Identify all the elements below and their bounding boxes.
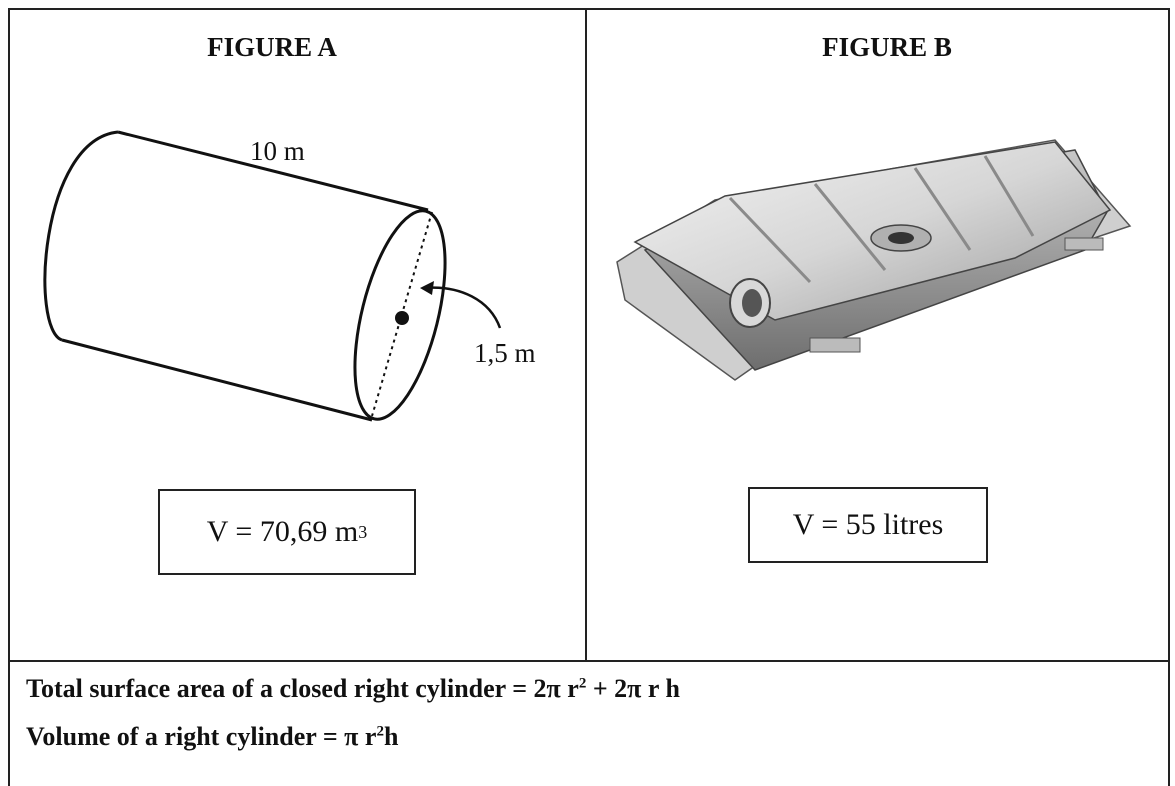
figure-b-title: FIGURE B <box>822 32 952 62</box>
radius-label: 1,5 m <box>474 338 536 368</box>
figure-b-volume-text: V = 55 litres <box>792 508 944 541</box>
volume-formula-prefix: Volume of a right cylinder = π r <box>26 722 377 751</box>
table-border-left <box>8 8 10 786</box>
surface-area-formula: Total surface area of a closed right cyl… <box>26 674 680 704</box>
cylinder-back-edge <box>43 130 119 342</box>
cylinder-top-edge <box>117 130 429 212</box>
radius-arrowhead <box>420 281 434 295</box>
cylinder-bottom-edge <box>61 338 373 422</box>
table-divider-horizontal <box>8 660 1170 662</box>
figure-a-title: FIGURE A <box>207 32 337 62</box>
table-border-top <box>8 8 1170 10</box>
cylinder-diagram <box>43 130 502 422</box>
cylinder-center-dot <box>395 311 409 325</box>
volume-formula: Volume of a right cylinder = π r2h <box>26 722 398 752</box>
table-border-right <box>1168 8 1170 786</box>
cylinder-front-face <box>353 209 447 421</box>
volume-formula-suffix: h <box>383 722 399 751</box>
surface-area-formula-prefix: Total surface area of a closed right cyl… <box>26 674 579 703</box>
surface-area-formula-exponent: 2 <box>578 675 587 692</box>
table-divider-vertical <box>585 8 587 660</box>
figure-a-volume-text: V = 70,69 m <box>206 515 359 548</box>
figure-b-volume-box: V = 55 litres <box>748 487 988 563</box>
radius-arrow <box>423 286 502 329</box>
volume-formula-exponent: 2 <box>376 723 384 740</box>
length-label: 10 m <box>250 136 305 166</box>
fuel-tank-image <box>616 139 1132 381</box>
surface-area-formula-suffix: + 2π r h <box>586 674 680 703</box>
